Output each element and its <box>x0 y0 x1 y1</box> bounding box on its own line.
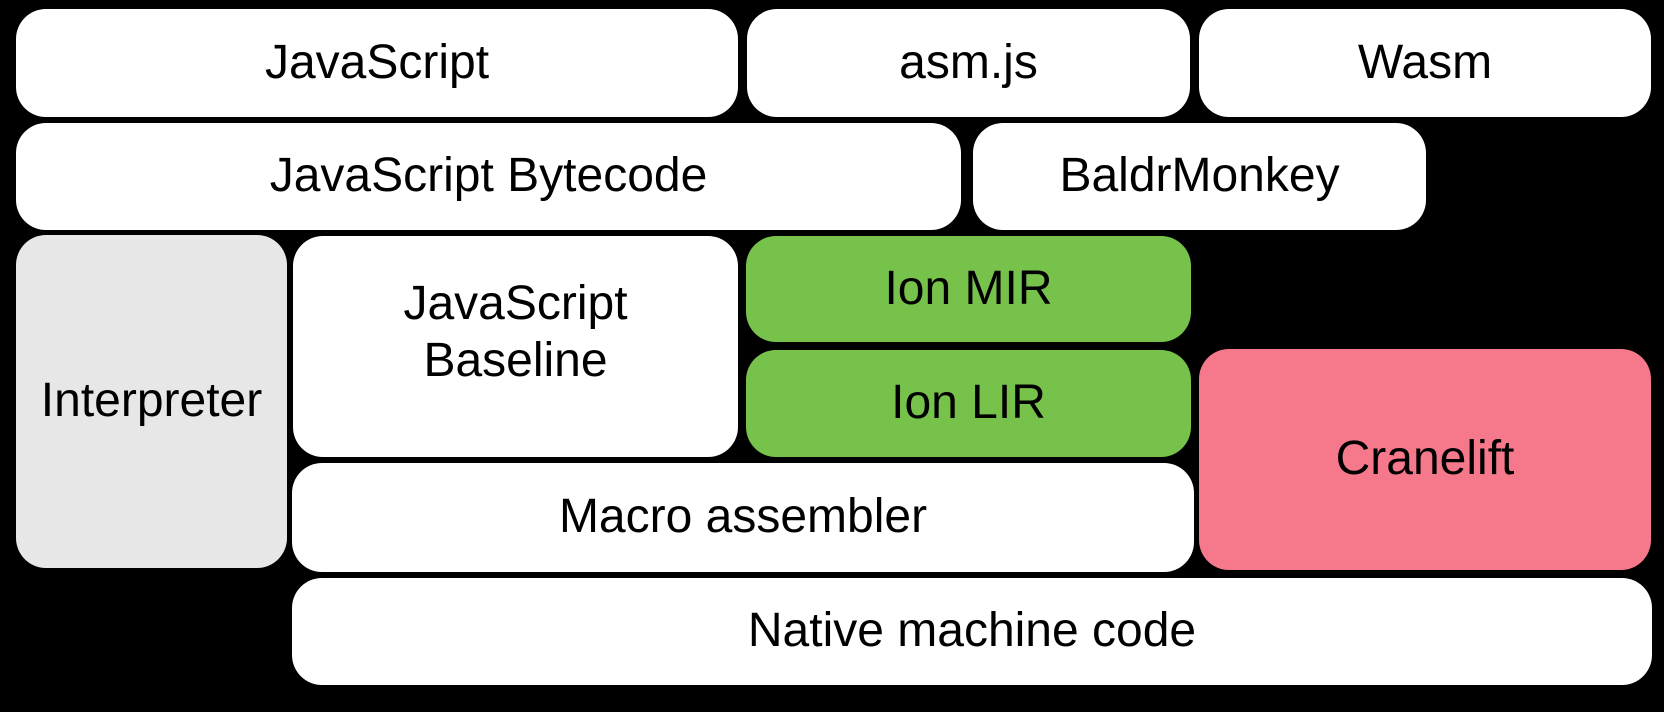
node-cranelift-label: Cranelift <box>1335 432 1515 486</box>
node-native-machine-code-label: Native machine code <box>747 604 1197 658</box>
node-wasm-label: Wasm <box>1357 35 1493 89</box>
node-interpreter-label: Interpreter <box>40 374 263 428</box>
node-javascript: JavaScript <box>16 9 738 117</box>
node-ion-mir: Ion MIR <box>746 236 1191 342</box>
node-interpreter: Interpreter <box>16 235 287 568</box>
node-cranelift: Cranelift <box>1199 349 1651 570</box>
node-js-baseline: JavaScript Baseline <box>293 236 738 457</box>
node-ion-mir-label: Ion MIR <box>884 261 1053 315</box>
node-baldrmonkey: BaldrMonkey <box>973 123 1426 230</box>
node-macro-assembler-label: Macro assembler <box>558 490 928 544</box>
node-js-baseline-label-line1: JavaScript <box>403 276 628 330</box>
node-js-bytecode: JavaScript Bytecode <box>16 123 961 230</box>
node-baldrmonkey-label: BaldrMonkey <box>1059 149 1340 203</box>
node-macro-assembler: Macro assembler <box>292 463 1194 572</box>
node-asmjs: asm.js <box>747 9 1190 117</box>
node-asmjs-label: asm.js <box>899 35 1038 89</box>
node-native-machine-code: Native machine code <box>292 578 1652 685</box>
node-javascript-label: JavaScript <box>264 35 490 89</box>
node-ion-lir-label: Ion LIR <box>891 376 1046 430</box>
node-ion-lir: Ion LIR <box>746 350 1191 457</box>
node-js-baseline-label-line2: Baseline <box>423 333 608 387</box>
node-js-bytecode-label: JavaScript Bytecode <box>269 149 708 203</box>
node-wasm: Wasm <box>1199 9 1651 117</box>
